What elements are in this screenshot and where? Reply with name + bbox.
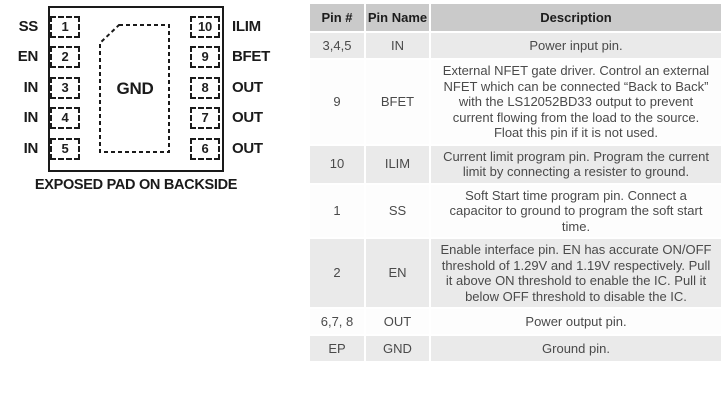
pin-number-9: 9	[201, 49, 209, 64]
cell-description: External NFET gate driver. Control an ex…	[429, 58, 721, 146]
table-row: 10 ILIM Current limit program pin. Progr…	[310, 143, 721, 185]
pin-label-out8: OUT	[232, 79, 263, 96]
cell-name: OUT	[364, 307, 431, 336]
cell-name: EN	[364, 237, 431, 309]
cell-name: IN	[364, 31, 431, 60]
table-row: EP GND Ground pin.	[310, 334, 721, 363]
pin-number-1: 1	[61, 19, 69, 34]
header-description: Description	[429, 4, 721, 33]
pin-description-table: Pin # Pin Name Description 3,4,5 IN Powe…	[310, 4, 721, 363]
pin-box-6: 6	[190, 138, 220, 160]
pin-label-in3: IN	[23, 79, 39, 96]
pin-label-ss: SS	[18, 18, 39, 35]
cell-description: Soft Start time program pin. Connect a c…	[429, 182, 721, 239]
cell-name: BFET	[364, 58, 431, 146]
cell-pin: 6,7, 8	[310, 307, 366, 336]
cell-pin: 9	[310, 58, 366, 146]
pin-number-8: 8	[201, 80, 209, 95]
pin-box-2: 2	[50, 46, 80, 68]
cell-pin: EP	[310, 334, 366, 363]
cell-description: Current limit program pin. Program the c…	[429, 143, 721, 185]
pin-label-out7: OUT	[232, 109, 263, 126]
pin-box-3: 3	[50, 77, 80, 99]
header-pin-number: Pin #	[310, 4, 366, 33]
cell-name: SS	[364, 182, 431, 239]
pin-number-6: 6	[201, 141, 209, 156]
pin-box-7: 7	[190, 107, 220, 129]
pin-label-in4: IN	[23, 109, 39, 126]
pin-label-en: EN	[17, 48, 39, 65]
pin-box-9: 9	[190, 46, 220, 68]
pin-number-10: 10	[197, 19, 213, 34]
cell-pin: 1	[310, 182, 366, 239]
pin-label-in5: IN	[23, 140, 39, 157]
pin-number-4: 4	[61, 110, 69, 125]
pinout-diagram: GND SS EN IN IN IN 1 2 3 4 5 10 9 8 7 6 …	[0, 0, 310, 400]
header-pin-name: Pin Name	[364, 4, 431, 33]
pin-box-4: 4	[50, 107, 80, 129]
exposed-pad-note: EXPOSED PAD ON BACKSIDE	[34, 177, 238, 193]
pin-box-10: 10	[190, 16, 220, 38]
cell-pin: 10	[310, 143, 366, 185]
table-row: 6,7, 8 OUT Power output pin.	[310, 307, 721, 336]
table-header-row: Pin # Pin Name Description	[310, 4, 721, 33]
pin-label-out6: OUT	[232, 140, 263, 157]
cell-description: Power output pin.	[429, 307, 721, 336]
pin-label-bfet: BFET	[232, 48, 270, 65]
pin-label-ilim: ILIM	[232, 18, 261, 35]
cell-name: ILIM	[364, 143, 431, 185]
cell-description: Enable interface pin. EN has accurate ON…	[429, 237, 721, 309]
cell-description: Power input pin.	[429, 31, 721, 60]
pin-number-7: 7	[201, 110, 209, 125]
cell-pin: 3,4,5	[310, 31, 366, 60]
cell-description: Ground pin.	[429, 334, 721, 363]
pad-label: GND	[116, 79, 154, 98]
pin-box-8: 8	[190, 77, 220, 99]
pin-number-5: 5	[61, 141, 69, 156]
table-row: 2 EN Enable interface pin. EN has accura…	[310, 237, 721, 309]
pin-box-1: 1	[50, 16, 80, 38]
cell-name: GND	[364, 334, 431, 363]
table-row: 9 BFET External NFET gate driver. Contro…	[310, 58, 721, 146]
table-row: 3,4,5 IN Power input pin.	[310, 31, 721, 60]
cell-pin: 2	[310, 237, 366, 309]
pin-box-5: 5	[50, 138, 80, 160]
exposed-pad-outline	[99, 24, 170, 153]
pin-number-2: 2	[61, 49, 69, 64]
pin-number-3: 3	[61, 80, 69, 95]
table-row: 1 SS Soft Start time program pin. Connec…	[310, 182, 721, 239]
